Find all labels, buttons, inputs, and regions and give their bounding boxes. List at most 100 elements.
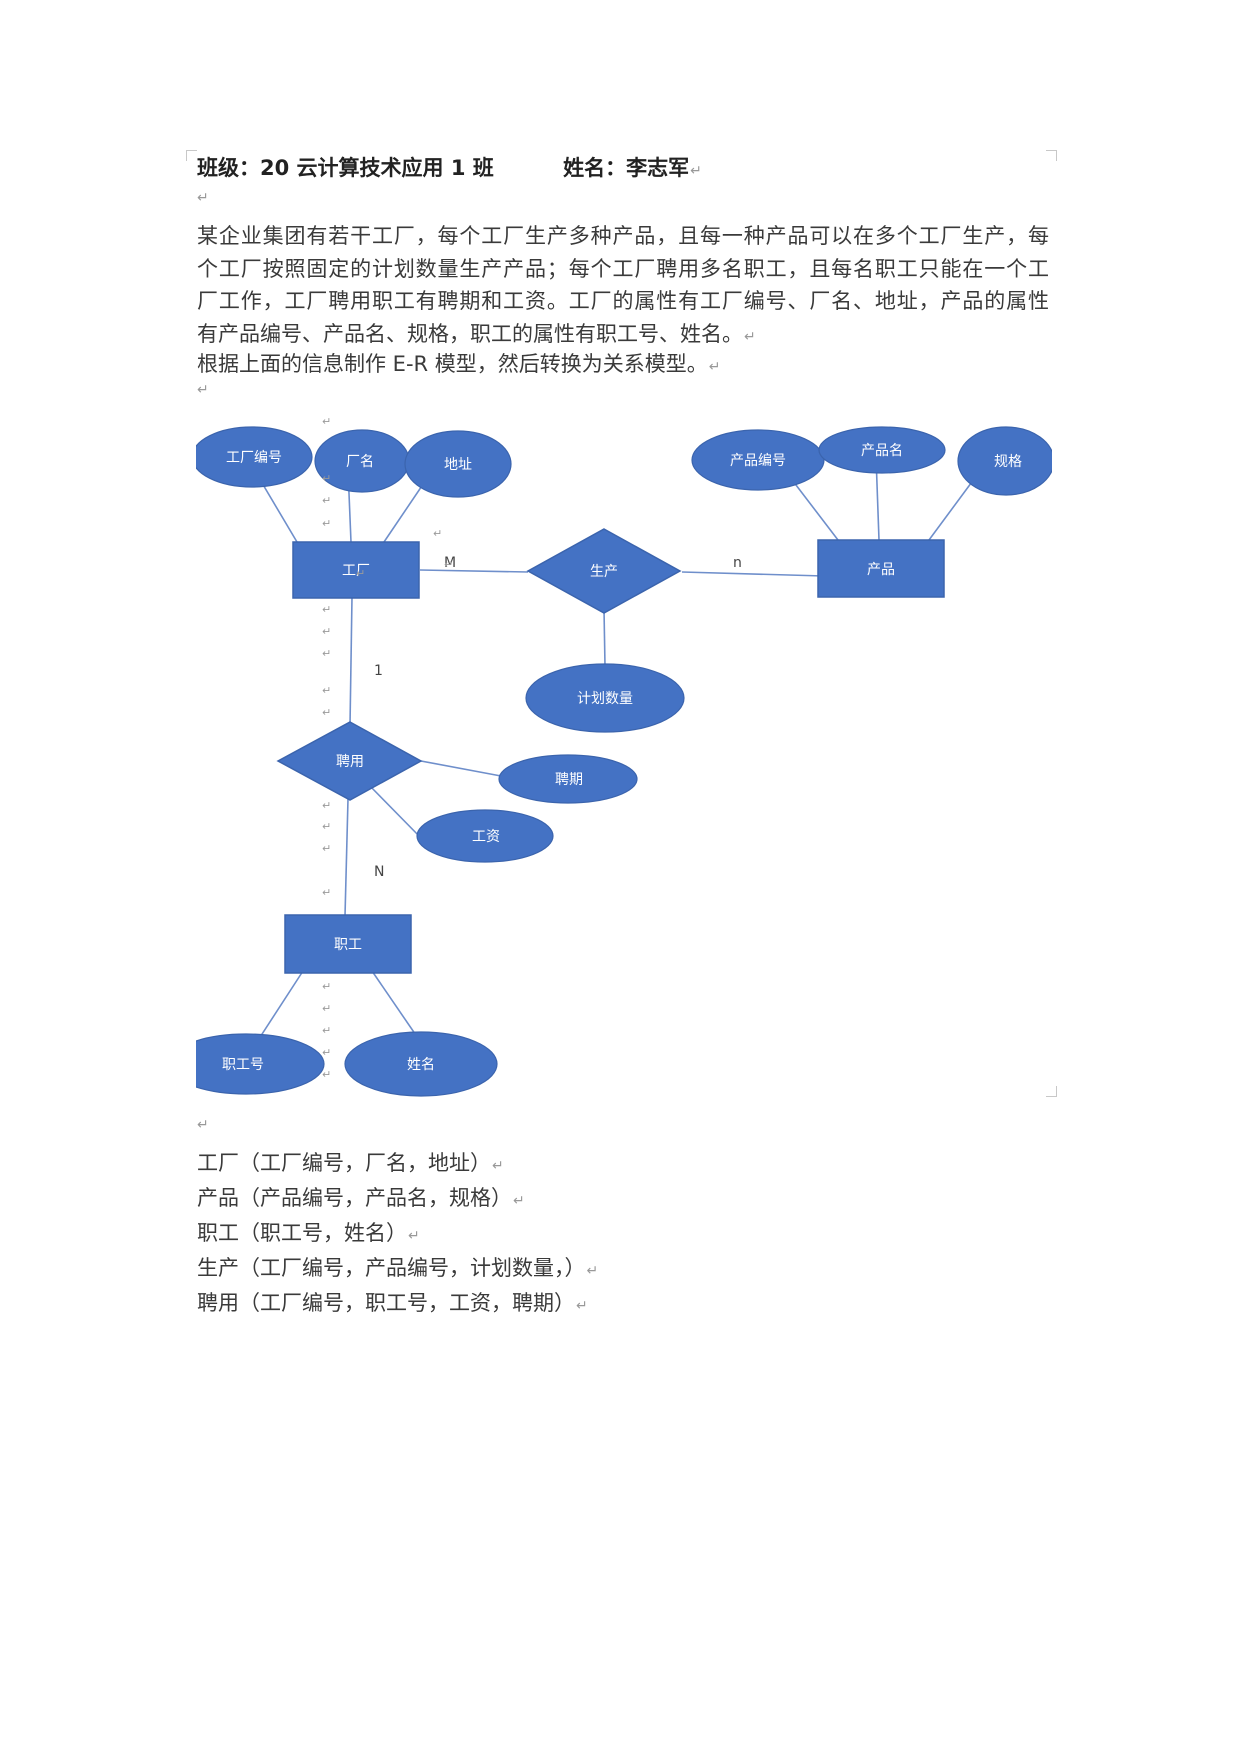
relationship-employ: 聘用 — [276, 721, 423, 801]
cardinality-label: M — [444, 555, 456, 571]
paragraph-mark-icon: ↵ — [576, 1298, 588, 1314]
connector-line — [349, 596, 353, 727]
relation-text: 工厂（工厂编号，厂名，地址） — [197, 1151, 491, 1175]
relationship-label: 生产 — [590, 564, 618, 580]
paragraph-mark-icon: ↵ — [322, 886, 331, 899]
paragraph-mark-icon: ↵ — [690, 163, 702, 179]
attribute-label: 规格 — [994, 454, 1022, 470]
instruction-text: 根据上面的信息制作 E-R 模型，然后转换为关系模型。 — [197, 352, 708, 376]
paragraph-mark-icon: ↵ — [322, 1068, 331, 1081]
er-diagram: 工厂 产品 职工 生产 聘用 — [196, 416, 1052, 1097]
crop-mark-top-right — [1046, 150, 1057, 161]
cardinality-label: 1 — [374, 663, 383, 679]
relation-schema-list: 工厂（工厂编号，厂名，地址）↵ 产品（产品编号，产品名，规格）↵ 职工（职工号，… — [197, 1147, 598, 1322]
relation-text: 产品（产品编号，产品名，规格） — [197, 1186, 512, 1210]
paragraph-mark-icon: ↵ — [322, 842, 331, 855]
paragraph-mark-icon: ↵ — [513, 1193, 525, 1209]
paragraph-mark-icon: ↵ — [322, 684, 331, 697]
entity-product: 产品 — [817, 539, 945, 598]
attribute-label: 姓名 — [407, 1057, 435, 1073]
description-line-text: 有产品编号、产品名、规格，职工的属性有职工号、姓名。 — [197, 321, 743, 346]
paragraph-mark-icon: ↵ — [586, 1263, 599, 1279]
relation-text: 职工（职工号，姓名） — [197, 1221, 407, 1245]
paragraph-mark-icon: ↵ — [322, 799, 331, 812]
paragraph-mark-icon: ↵ — [197, 1117, 209, 1133]
entity-worker: 职工 — [284, 914, 412, 974]
attribute-label: 厂名 — [346, 454, 374, 470]
relation-row: 生产（工厂编号，产品编号，计划数量，）↵ — [197, 1252, 598, 1287]
connector-line — [681, 571, 825, 577]
description-line: 厂工作，工厂聘用职工有聘期和工资。工厂的属性有工厂编号、厂名、地址，产品的属性 — [197, 289, 1049, 313]
attribute-planned-qty — [525, 663, 685, 733]
attribute-term — [498, 754, 638, 804]
connector-line — [603, 608, 606, 667]
class-label: 班级：20 云计算技术应用 1 班 — [197, 156, 494, 180]
paragraph-mark-icon: ↵ — [322, 416, 331, 428]
attribute-worker-id — [196, 1033, 325, 1095]
cardinality-label: N — [374, 864, 384, 880]
paragraph-mark-icon: ↵ — [197, 382, 209, 398]
paragraph-mark-icon: ↵ — [322, 647, 331, 660]
attribute-salary — [416, 809, 554, 863]
connector-line — [419, 569, 529, 573]
attribute-label: 聘期 — [555, 772, 583, 788]
relation-row: 工厂（工厂编号，厂名，地址）↵ — [197, 1147, 598, 1182]
header-line: 班级：20 云计算技术应用 1 班 姓名：李志军↵ — [197, 152, 702, 182]
attribute-product-name — [818, 426, 946, 474]
connector-line — [420, 760, 502, 777]
relationship-produce: 生产 — [526, 528, 682, 614]
paragraph-mark-icon: ↵ — [322, 1002, 331, 1015]
paragraph-mark-icon: ↵ — [408, 1228, 420, 1244]
paragraph-mark-icon: ↵ — [433, 527, 442, 540]
paragraph-mark-icon: ↵ — [322, 1046, 331, 1059]
relation-text: 生产（工厂编号，产品编号，计划数量，） — [197, 1256, 586, 1280]
instruction-line: 根据上面的信息制作 E-R 模型，然后转换为关系模型。↵ — [197, 348, 721, 378]
paragraph-mark-icon: ↵ — [322, 603, 331, 616]
crop-mark-bottom-right — [1046, 1086, 1057, 1097]
relation-row: 职工（职工号，姓名）↵ — [197, 1217, 598, 1252]
paragraph-mark-icon: ↵ — [322, 472, 331, 485]
paragraph-mark-icon: ↵ — [322, 1024, 331, 1037]
paragraph-mark-icon: ↵ — [744, 328, 756, 345]
attribute-factory-id — [196, 426, 313, 488]
paragraph-mark-icon: ↵ — [322, 980, 331, 993]
paragraph-mark-icon: ↵ — [322, 820, 331, 833]
crop-mark-top-left — [186, 150, 197, 161]
problem-description: 某企业集团有若干工厂，每个工厂生产多种产品，且每一种产品可以在多个工厂生产，每 … — [197, 220, 1049, 353]
relation-row: 产品（产品编号，产品名，规格）↵ — [197, 1182, 598, 1217]
attribute-product-id — [691, 429, 825, 491]
entity-factory: 工厂 — [292, 541, 420, 599]
connector-line — [344, 798, 349, 917]
paragraph-mark-icon: ↵ — [444, 558, 453, 571]
paragraph-mark-icon: ↵ — [197, 190, 209, 206]
attribute-label: 职工号 — [222, 1057, 264, 1073]
entity-label: 产品 — [867, 562, 895, 578]
entity-label: 工厂 — [342, 563, 370, 579]
paragraph-mark-icon: ↵ — [322, 494, 331, 507]
attribute-label: 产品编号 — [730, 453, 786, 469]
attribute-label: 工资 — [472, 829, 500, 845]
relation-text: 聘用（工厂编号，职工号，工资，聘期） — [197, 1291, 575, 1315]
relation-row: 聘用（工厂编号，职工号，工资，聘期）↵ — [197, 1287, 598, 1322]
description-line: 某企业集团有若干工厂，每个工厂生产多种产品，且每一种产品可以在多个工厂生产，每 — [197, 224, 1049, 248]
student-name-label: 姓名：李志军 — [563, 156, 690, 180]
connector-line — [367, 783, 424, 841]
attribute-label: 地址 — [444, 457, 472, 473]
attribute-label: 计划数量 — [577, 691, 633, 707]
relationship-label: 聘用 — [336, 754, 364, 770]
description-line: 个工厂按照固定的计划数量生产产品；每个工厂聘用多名职工，且每名职工只能在一个工 — [197, 256, 1049, 281]
description-line: 有产品编号、产品名、规格，职工的属性有职工号、姓名。↵ — [197, 318, 1049, 354]
cardinality-label: n — [733, 555, 742, 571]
attribute-label: 工厂编号 — [226, 450, 282, 466]
paragraph-mark-icon: ↵ — [322, 625, 331, 638]
paragraph-mark-icon: ↵ — [322, 517, 331, 530]
paragraph-mark-icon: ↵ — [322, 706, 331, 719]
attribute-label: 产品名 — [861, 443, 903, 459]
attribute-spec — [957, 426, 1052, 496]
entity-label: 职工 — [334, 937, 362, 953]
paragraph-mark-icon: ↵ — [356, 567, 365, 580]
paragraph-mark-icon: ↵ — [708, 359, 721, 375]
attribute-worker-name — [344, 1031, 498, 1097]
paragraph-mark-icon: ↵ — [492, 1158, 504, 1174]
